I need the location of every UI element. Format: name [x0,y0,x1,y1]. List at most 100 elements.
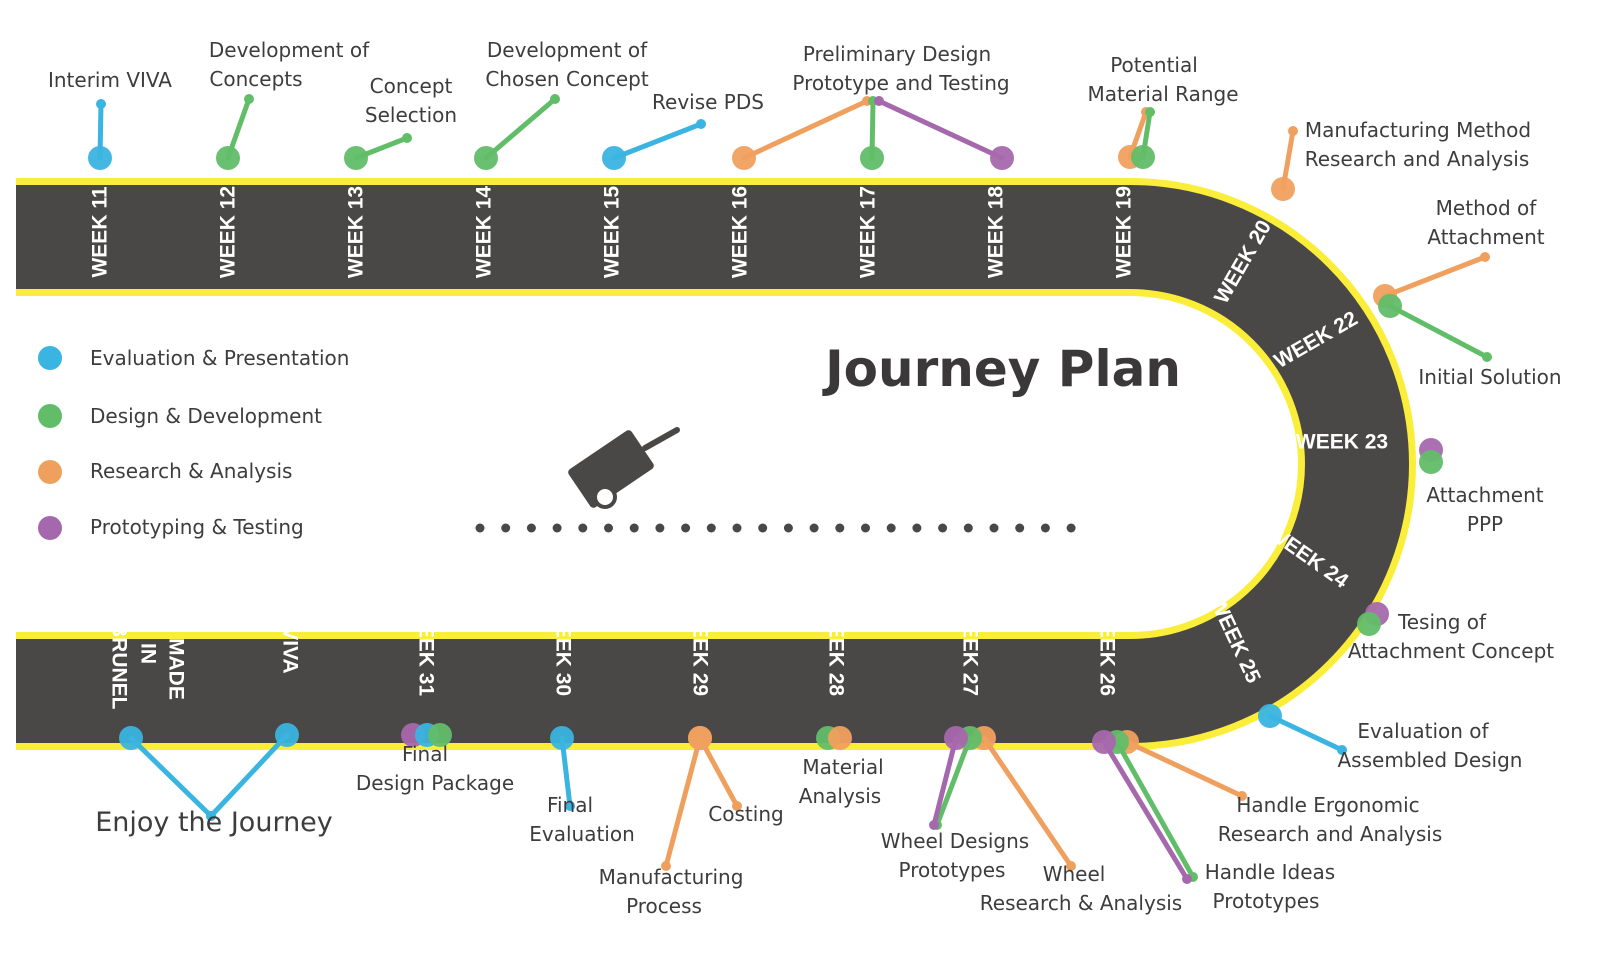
trail-dot [475,523,485,533]
label-handle-ideas-1: Handle Ideas [1205,860,1335,884]
label-manufacturing-process-2: Process [626,894,702,918]
made-in-brunel-line-3: BRUNEL [108,622,131,710]
week-23-label: WEEK 23 [1296,431,1388,454]
pin-concept-selection [344,133,412,170]
trail-dot [886,523,896,533]
pin-testing-design [1357,612,1381,636]
pin-handle-ideas-prototyping [1092,730,1192,884]
trail-dot [1040,523,1050,533]
week-27-label: WEEK 27 [959,604,982,696]
label-evaluation-assembled-1: Evaluation of [1357,719,1489,743]
label-prelim-design-1: Preliminary Design [803,42,991,66]
label-concept-selection-2: Selection [365,103,457,127]
label-dev-chosen-1: Development of [487,38,648,62]
legend-evaluation-label: Evaluation & Presentation [90,346,349,370]
label-initial-solution: Initial Solution [1418,365,1561,389]
pin-revise-pds [602,119,706,170]
week-30-label: WEEK 30 [552,604,575,696]
trail-dot [835,523,845,533]
week-14-label: WEEK 14 [473,186,496,279]
pin-manufacturing-method [1271,126,1298,201]
trail-dot [989,523,999,533]
label-manufacturing-process-1: Manufacturing [599,865,744,889]
trolley-icon [568,427,680,509]
label-testing-attachment-2: Attachment Concept [1348,639,1554,663]
label-evaluation-assembled-2: Assembled Design [1338,748,1523,772]
label-dev-chosen-2: Chosen Concept [485,67,649,91]
pin-prelim-prototyping [874,96,1014,170]
trail-dot [1015,523,1025,533]
pin-prelim-design [860,96,884,170]
made-in-brunel-line-2: IN [137,643,160,664]
label-wheel-research-1: Wheel [1043,862,1106,886]
milestone-pins [88,94,1492,884]
label-handle-ergonomic-1: Handle Ergonomic [1236,793,1419,817]
label-final-design-package-1: Final [402,742,448,766]
legend-design-dot [38,404,62,428]
trail-dot [783,523,793,533]
trail-dot [861,523,870,533]
label-costing: Costing [708,802,783,826]
week-28-label: WEEK 28 [825,604,848,697]
trail-dot [732,523,742,533]
trail-dot [629,523,639,533]
pin-initial-solution [1378,294,1492,362]
label-concept-selection-1: Concept [370,74,453,98]
week-13-label: WEEK 13 [345,186,368,278]
pin-material-range-design [1131,107,1155,169]
label-interim-viva: Interim VIVA [48,68,172,92]
trail-dot [501,523,511,533]
pin-dev-chosen [474,94,560,170]
label-attachment-ppp-1: Attachment [1426,483,1543,507]
label-wheel-designs-1: Wheel Designs [881,829,1029,853]
trail-dot [912,523,922,533]
label-manufacturing-method-2: Research and Analysis [1305,147,1529,171]
trail-dot [963,523,973,533]
week-19-label: WEEK 19 [1113,186,1136,278]
viva-label: VIVA [279,626,302,673]
trail-dot [604,523,613,533]
pin-interim-viva [88,99,112,170]
week-15-label: WEEK 15 [601,186,624,279]
label-wheel-designs-2: Prototypes [899,858,1006,882]
pin-material-analysis-research [828,726,852,750]
label-dev-concepts-1: Development of [209,38,370,62]
pin-attachment-ppp-design [1419,450,1443,474]
pin-final-package-design [428,723,452,747]
label-material-range-1: Potential [1110,53,1198,77]
trail-dot [681,523,691,533]
week-29-label: WEEK 29 [689,604,712,696]
week-17-label: WEEK 17 [857,186,880,278]
road-surface [16,185,1409,743]
label-material-range-2: Material Range [1088,82,1239,106]
legend-prototyping-dot [38,516,62,540]
trail-dot [1066,523,1076,533]
legend-research-dot [38,460,62,484]
week-26-label: WEEK 26 [1096,604,1119,696]
label-attachment-ppp-2: PPP [1467,512,1503,536]
trail-dot [578,523,588,533]
label-final-evaluation-2: Evaluation [529,822,635,846]
pin-viva-right [206,723,299,821]
label-material-analysis-1: Material [802,755,883,779]
label-final-evaluation-1: Final [547,793,593,817]
trail-dot [706,523,716,533]
pin-dev-concepts [216,94,254,170]
trail-dot [552,523,562,533]
label-handle-ergonomic-2: Research and Analysis [1218,822,1442,846]
label-revise-pds: Revise PDS [652,90,764,114]
trail-dot [809,523,819,533]
week-12-label: WEEK 12 [217,186,240,278]
trail-dot [655,523,665,533]
week-18-label: WEEK 18 [985,186,1008,279]
pin-evaluation-assembled [1258,704,1347,755]
made-in-brunel-line-1: MADE [165,638,188,700]
week-11-label: WEEK 11 [89,186,112,277]
trail-dot [758,523,768,533]
label-testing-attachment-1: Tesing of [1397,610,1487,634]
label-method-attachment-2: Attachment [1427,225,1544,249]
dotted-trail [475,523,1076,533]
pin-wheel-prototyping [929,726,968,830]
road [16,178,1416,750]
